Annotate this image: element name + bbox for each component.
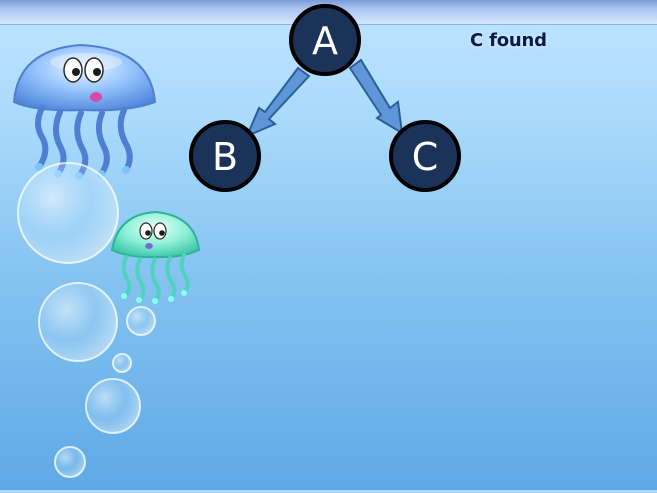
tree-edge-a-c — [348, 58, 404, 135]
tree-node-c-label: C — [412, 135, 439, 179]
tree-edge-a-b — [245, 66, 311, 138]
tree-node-a-label: A — [312, 19, 338, 63]
tree-node-b: B — [189, 120, 261, 192]
tree-node-c: C — [389, 120, 461, 192]
tree-node-a: A — [289, 4, 361, 76]
tree-node-b-label: B — [212, 135, 238, 179]
arrow-a-to-b-icon — [245, 66, 311, 138]
arrow-a-to-c-icon — [348, 58, 404, 135]
bottom-edge-highlight — [0, 490, 657, 493]
search-status-text: C found — [470, 30, 547, 51]
